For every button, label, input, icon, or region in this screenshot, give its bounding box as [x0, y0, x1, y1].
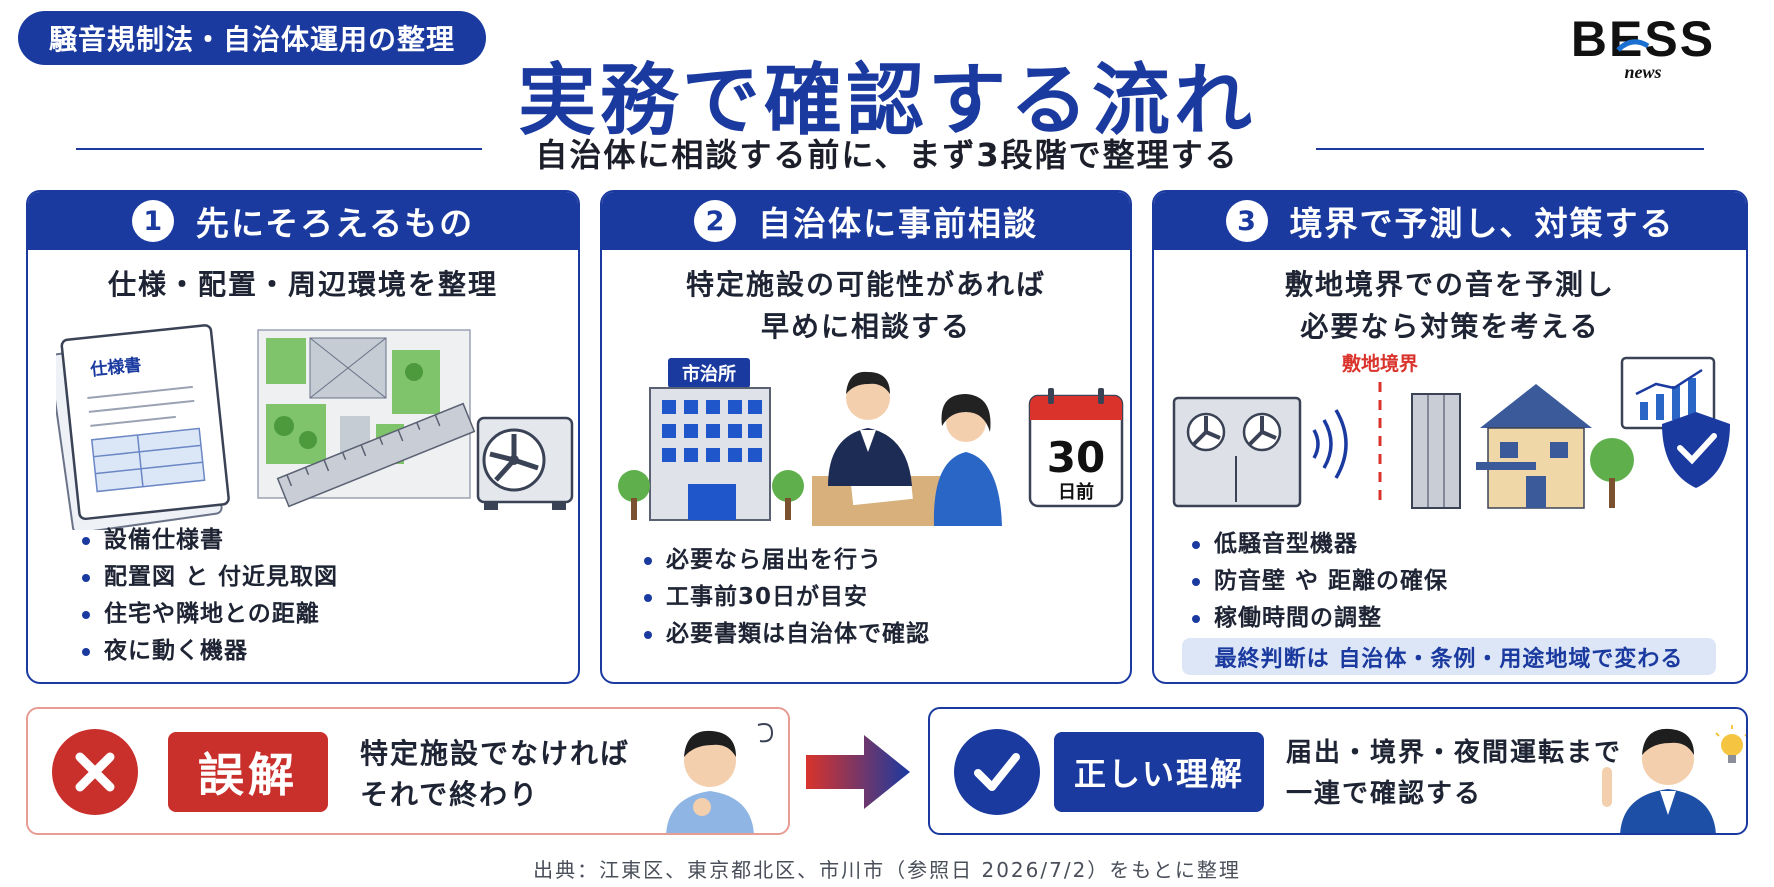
cross-icon	[52, 729, 138, 815]
spec-document-icon: 仕様書	[56, 324, 230, 530]
outdoor-unit-icon	[476, 416, 574, 510]
bess-news-logo: BESS news	[1571, 12, 1715, 82]
step-1-panel: 1 先にそろえるもの 仕様・配置・周辺環境を整理 仕様書	[26, 190, 580, 684]
sound-wave-icon	[1312, 409, 1348, 479]
step-2-lead: 特定施設の可能性があれば 早めに相談する	[685, 268, 1046, 343]
step-1-bullets: 設備仕様書 配置図 と 付近見取図 住宅や隣地との距離 夜に動く機器	[82, 522, 338, 670]
step-3-number: 3	[1225, 200, 1268, 242]
logo-sub: news	[1624, 62, 1661, 82]
correct-message: 届出・境界・夜間運転まで 一連で確認する	[1286, 738, 1623, 809]
list-item: 低騒音型機器	[1192, 526, 1448, 563]
source-citation: 出典：江東区、東京都北区、市川市（参照日 2026/7/2）をもとに整理	[533, 858, 1241, 882]
step-3-heading: 境界で予測し、対策する	[1289, 204, 1675, 243]
step-3-header: 3 境界で予測し、対策する	[1154, 192, 1746, 250]
soundproof-wall-icon	[1411, 393, 1461, 509]
calendar-unit: 日前	[1058, 481, 1094, 503]
list-item: 夜に動く機器	[82, 633, 338, 670]
step-1-number: 1	[131, 200, 174, 242]
confused-person-icon	[666, 723, 774, 833]
misconception-label: 誤解	[168, 732, 328, 812]
correct-understanding-box: 正しい理解 届出・境界・夜間運転まで 一連で確認する	[928, 707, 1748, 835]
step-3-bullets: 低騒音型機器 防音壁 や 距離の確保 稼働時間の調整	[1192, 526, 1448, 637]
step-1-heading: 先にそろえるもの	[195, 204, 475, 243]
list-item: 設備仕様書	[82, 522, 338, 559]
misconception-message: 特定施設でなければ それで終わり	[360, 737, 631, 811]
list-item: 住宅や隣地との距離	[82, 596, 338, 633]
boundary-illustration: 敷地境界	[1172, 352, 1730, 509]
step-2-header: 2 自治体に事前相談	[602, 192, 1130, 250]
ruler-icon	[276, 402, 476, 508]
calendar-number: 30	[1047, 433, 1105, 482]
step-1-lead: 仕様・配置・周辺環境を整理	[107, 268, 498, 301]
consultation-illustration: 市治所 3	[618, 358, 1124, 526]
list-item: 必要書類は自治体で確認	[644, 616, 930, 653]
list-item: 必要なら届出を行う	[644, 542, 930, 579]
spec-layout-illustration: 仕様書	[56, 324, 574, 530]
page-title: 実務で確認する流れ	[517, 56, 1256, 146]
step-2-bullets: 必要なら届出を行う 工事前30日が目安 必要書類は自治体で確認	[644, 542, 930, 653]
list-item: 配置図 と 付近見取図	[82, 559, 338, 596]
calendar-icon: 30 日前	[1028, 388, 1124, 508]
consultation-people-icon	[812, 371, 1002, 526]
correct-label: 正しい理解	[1054, 732, 1264, 812]
list-item: 稼働時間の調整	[1192, 600, 1448, 637]
shield-check-icon	[1662, 412, 1730, 488]
category-tag: 騒音規制法・自治体運用の整理	[18, 11, 486, 65]
step-2-heading: 自治体に事前相談	[758, 204, 1038, 243]
city-hall-label: 市治所	[682, 363, 736, 385]
step-3-lead: 敷地境界での音を予測し 必要なら対策を考える	[1284, 268, 1615, 343]
misconception-box: 誤解 特定施設でなければ それで終わり	[26, 707, 790, 835]
final-decision-note: 最終判断は 自治体・条例・用途地域で変わる	[1182, 638, 1716, 675]
step-1-header: 1 先にそろえるもの	[28, 192, 578, 250]
list-item: 工事前30日が目安	[644, 579, 930, 616]
subtitle-rule-right	[1316, 148, 1704, 150]
step-2-panel: 2 自治体に事前相談 特定施設の可能性があれば 早めに相談する 市治所	[600, 190, 1132, 684]
boundary-label: 敷地境界	[1342, 352, 1418, 375]
confident-person-icon	[1602, 725, 1746, 833]
page-subtitle: 自治体に相談する前に、まず3段階で整理する	[535, 136, 1239, 174]
check-icon	[954, 729, 1040, 815]
subtitle-rule-left	[76, 148, 482, 150]
logo-main: BESS	[1571, 12, 1715, 67]
list-item: 防音壁 や 距離の確保	[1192, 563, 1448, 600]
noise-source-unit-icon	[1172, 396, 1302, 508]
city-hall-icon: 市治所	[618, 358, 804, 521]
transition-arrow-icon	[806, 735, 910, 809]
step-3-panel: 3 境界で予測し、対策する 敷地境界での音を予測し 必要なら対策を考える 敷地境…	[1152, 190, 1748, 684]
step-2-number: 2	[694, 200, 736, 242]
house-icon	[1476, 384, 1634, 509]
